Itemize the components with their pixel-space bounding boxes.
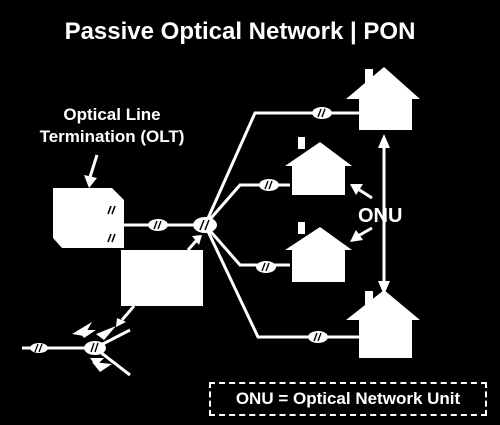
onu-house-4 (346, 290, 420, 358)
legend-box: ONU = Optical Network Unit (209, 382, 487, 416)
connector-onu-3 (256, 261, 276, 273)
splitter-box (121, 250, 203, 306)
connector-onu-4 (308, 331, 328, 343)
page-title: Passive Optical Network | PON (64, 18, 416, 45)
connector-inset-2 (84, 341, 106, 355)
connector-inset-1 (30, 343, 48, 353)
signal-marks (72, 322, 116, 372)
olt-label-line-1: Optical Line (63, 105, 161, 124)
connector-onu-1 (312, 107, 332, 119)
olt-label-line-2: Termination (OLT) (39, 127, 185, 146)
connector-trunk (148, 219, 168, 231)
connector-onu-2 (259, 179, 279, 191)
pointer-arrows (84, 134, 390, 327)
olt-port-marks (107, 205, 116, 243)
onu-houses (285, 67, 420, 358)
fiber-to-onu-3 (203, 224, 290, 267)
onu-house-1 (346, 67, 420, 130)
connectors (30, 107, 332, 355)
onu-house-2 (285, 137, 352, 195)
connector-splitter (193, 217, 217, 233)
fiber-to-onu-2 (203, 183, 290, 226)
onu-house-3 (285, 222, 352, 282)
onu-label: ONU (358, 205, 403, 227)
legend-text: ONU = Optical Network Unit (235, 389, 461, 408)
olt-box (53, 188, 124, 248)
olt-label: Optical Line Termination (OLT) (12, 104, 212, 148)
